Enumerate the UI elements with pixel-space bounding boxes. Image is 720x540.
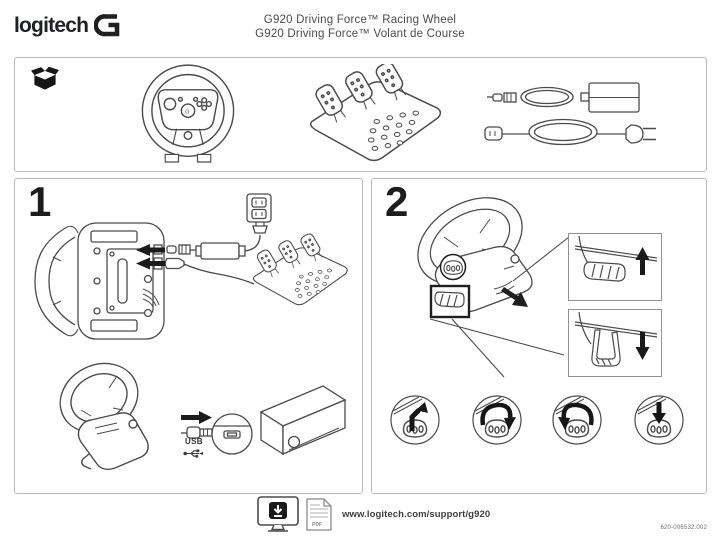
clamp-down-illustration <box>574 311 658 367</box>
step-1-connection-illustration <box>34 193 348 340</box>
step-1-panel: 1 <box>14 178 363 494</box>
knob-turn-clockwise-illustration <box>472 395 522 445</box>
knob-push-illustration <box>634 395 684 445</box>
step-2-panel: 2 <box>371 178 707 494</box>
step-1-number: 1 <box>28 178 52 225</box>
logitech-logo: logitech <box>14 12 121 38</box>
pedals-illustration <box>309 64 442 162</box>
clamp-up-illustration <box>574 235 658 282</box>
power-cord-illustration <box>484 118 656 146</box>
download-software-icon <box>257 496 299 532</box>
pdf-document: PDF <box>306 498 332 531</box>
step-2-number: 2 <box>385 178 409 225</box>
pdf-label: PDF <box>312 522 322 528</box>
pdf-document-icon <box>306 498 332 531</box>
connect-arrow <box>181 411 212 424</box>
racing-wheel-illustration: G <box>141 64 235 163</box>
box-contents-panel: G <box>14 57 707 172</box>
clamp-lever-up-inset <box>568 233 662 301</box>
usb-label: USB <box>185 437 203 446</box>
step-1-usb-illustration <box>47 356 347 471</box>
open-box-icon <box>31 66 59 90</box>
logitech-wordmark: logitech <box>14 13 89 37</box>
support-url: www.logitech.com/support/g920 <box>342 509 491 520</box>
knob-turn-counterclockwise-illustration <box>552 395 602 445</box>
svg-text:G: G <box>185 110 189 116</box>
logitech-g-icon <box>94 14 120 37</box>
document-number: 620-006532.002 <box>660 525 707 531</box>
product-title: G920 Driving Force™ Racing Wheel G920 Dr… <box>0 13 720 41</box>
clamp-lever-down-inset <box>568 309 662 377</box>
step-2-mounting-illustration <box>417 197 570 378</box>
title-line-english: G920 Driving Force™ Racing Wheel <box>263 14 457 26</box>
knob-pull-illustration <box>390 395 440 445</box>
usb-icon <box>183 449 203 458</box>
power-adapter-illustration <box>487 82 640 113</box>
title-line-french: G920 Driving Force™ Volant de Course <box>255 28 465 40</box>
